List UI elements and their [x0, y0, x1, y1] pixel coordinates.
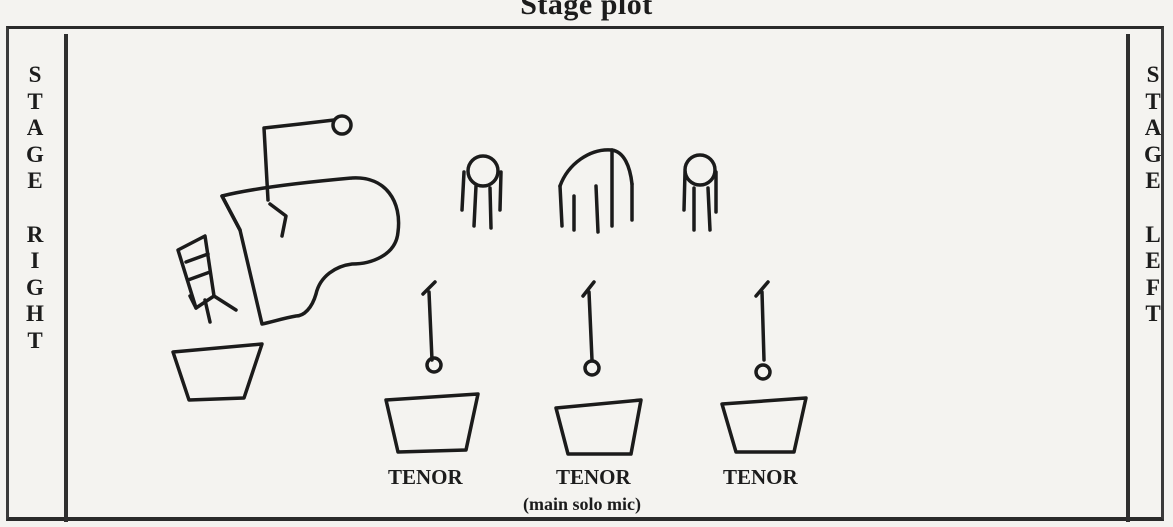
- stage-right-letter: S: [28, 62, 42, 87]
- stage-left-letter: E: [1145, 248, 1161, 274]
- monitor-wedge-icon: [720, 396, 808, 454]
- mic-stand-icon: [421, 280, 443, 374]
- stage-left-letter: A: [1144, 115, 1162, 141]
- drum-kit-icon: [558, 148, 634, 234]
- stage-right-letter: E: [27, 168, 43, 194]
- stage-right-divider: [64, 34, 68, 522]
- stage-left-letter: E: [1145, 168, 1161, 194]
- page-title: Stage plot: [520, 0, 653, 21]
- performer-label: TENOR: [388, 465, 463, 489]
- mic-stand-icon: [581, 280, 601, 377]
- stage-frame: [6, 26, 1164, 521]
- monitor-wedge-icon: [554, 398, 643, 456]
- performer-label: TENOR: [723, 465, 798, 489]
- monitor-wedge-icon: [171, 342, 264, 402]
- mic-stand-icon: [754, 280, 772, 381]
- stage-left-label: S T A G E L E F T: [1130, 62, 1173, 328]
- stage-left-letter: T: [1145, 301, 1161, 327]
- keyboard-stool-icon: [682, 153, 718, 232]
- stage-left-letter: T: [1145, 88, 1161, 114]
- stage-left-divider: [1126, 34, 1130, 522]
- performer-label: TENOR: [556, 465, 631, 489]
- drum-stool-icon: [460, 154, 503, 230]
- stage-left-letter: G: [1144, 141, 1162, 167]
- performer-note: (main solo mic): [523, 494, 641, 514]
- stage-right-letter: A: [26, 115, 44, 141]
- stage-left-letter: L: [1145, 221, 1161, 247]
- stage-right-label: S T A G E R I G H T: [12, 62, 58, 355]
- monitor-wedge-icon: [384, 392, 480, 454]
- stage-right-letter: R: [26, 221, 44, 247]
- stage-right-letter: H: [26, 301, 44, 327]
- piano-bench-icon: [176, 234, 238, 324]
- stage-right-letter: G: [26, 141, 44, 167]
- stage-right-letter: G: [26, 274, 44, 300]
- stage-right-letter: I: [30, 248, 40, 274]
- stage-right-letter: T: [27, 88, 43, 114]
- grand-piano-icon: [220, 114, 401, 326]
- stage-left-letter: S: [1146, 62, 1160, 87]
- stage-left-letter: F: [1145, 274, 1161, 300]
- stage-right-letter: T: [27, 327, 43, 353]
